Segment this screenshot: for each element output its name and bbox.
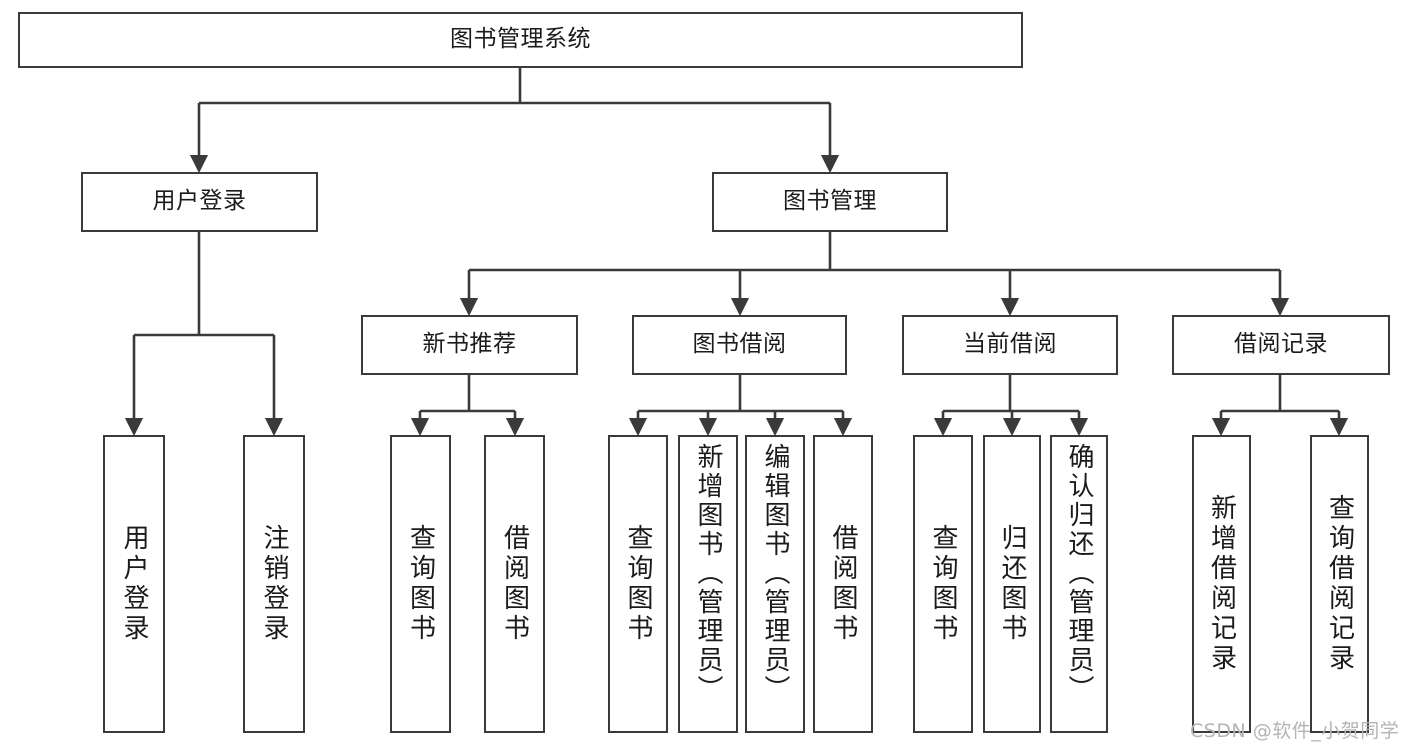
node-leaf-query-books-current[interactable]: 查询图书 <box>913 435 973 733</box>
node-new-book-recommend[interactable]: 新书推荐 <box>361 315 578 375</box>
node-leaf-edit-book-admin[interactable]: 编辑图书（管理员） <box>745 435 805 733</box>
node-leaf-return-books[interactable]: 归还图书 <box>983 435 1041 733</box>
node-leaf-add-borrow-record[interactable]: 新增借阅记录 <box>1192 435 1251 733</box>
node-leaf-label: 查询图书 <box>405 524 436 644</box>
node-book-management-label: 图书管理 <box>783 188 877 215</box>
node-leaf-label: 编辑图书（管理员） <box>760 443 790 704</box>
node-leaf-borrow-books-recommend[interactable]: 借阅图书 <box>484 435 545 733</box>
node-root-system[interactable]: 图书管理系统 <box>18 12 1023 68</box>
node-book-borrow[interactable]: 图书借阅 <box>632 315 847 375</box>
node-leaf-label: 查询图书 <box>928 524 958 644</box>
node-leaf-confirm-return-admin[interactable]: 确认归还（管理员） <box>1050 435 1108 733</box>
node-leaf-label: 借阅图书 <box>499 524 530 644</box>
node-leaf-user-login[interactable]: 用户登录 <box>103 435 165 733</box>
node-leaf-label: 用户登录 <box>119 524 149 644</box>
node-leaf-query-books-borrow[interactable]: 查询图书 <box>608 435 668 733</box>
node-leaf-query-books-recommend[interactable]: 查询图书 <box>390 435 451 733</box>
node-root-label: 图书管理系统 <box>450 26 591 53</box>
node-borrow-record-label: 借阅记录 <box>1234 331 1328 358</box>
node-book-borrow-label: 图书借阅 <box>692 331 787 358</box>
node-user-login-label: 用户登录 <box>152 188 247 215</box>
csdn-watermark: CSDN @软件_小贺同学 <box>1190 720 1400 742</box>
node-leaf-label: 查询借阅记录 <box>1324 494 1355 674</box>
node-leaf-add-book-admin[interactable]: 新增图书（管理员） <box>678 435 738 733</box>
node-new-book-recommend-label: 新书推荐 <box>422 331 517 358</box>
node-user-login[interactable]: 用户登录 <box>81 172 318 232</box>
node-leaf-label: 借阅图书 <box>828 524 858 644</box>
node-leaf-label: 新增图书（管理员） <box>693 443 723 704</box>
node-leaf-label: 归还图书 <box>997 524 1027 644</box>
node-leaf-logout[interactable]: 注销登录 <box>243 435 305 733</box>
node-leaf-borrow-books[interactable]: 借阅图书 <box>813 435 873 733</box>
node-leaf-label: 新增借阅记录 <box>1206 494 1237 674</box>
node-leaf-label: 查询图书 <box>623 524 653 644</box>
node-leaf-label: 注销登录 <box>259 524 289 644</box>
node-leaf-label: 确认归还（管理员） <box>1064 443 1094 704</box>
node-book-management[interactable]: 图书管理 <box>712 172 948 232</box>
node-current-borrow-label: 当前借阅 <box>963 331 1057 358</box>
node-leaf-query-borrow-record[interactable]: 查询借阅记录 <box>1310 435 1369 733</box>
node-current-borrow[interactable]: 当前借阅 <box>902 315 1118 375</box>
node-borrow-record[interactable]: 借阅记录 <box>1172 315 1390 375</box>
